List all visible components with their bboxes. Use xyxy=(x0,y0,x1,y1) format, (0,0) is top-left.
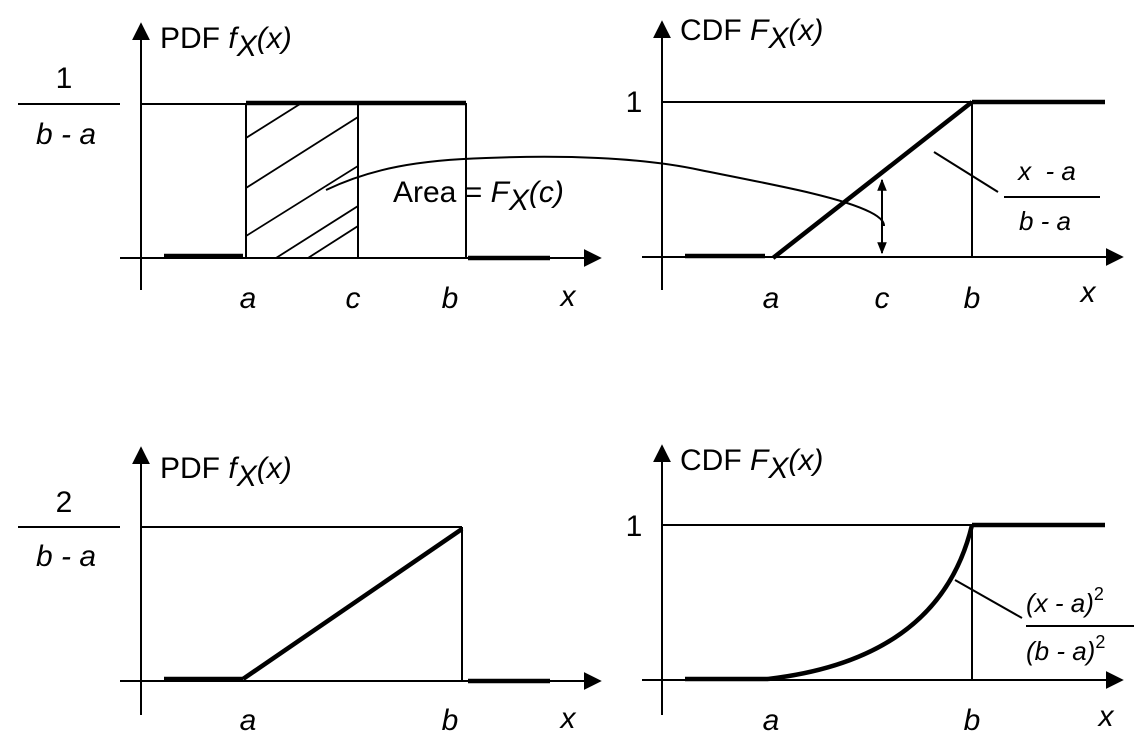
panel-uniform-cdf: CDF FX(x) 1 x - a b - a a c b x xyxy=(626,14,1124,315)
panel-uniform-pdf: PDF fX(x) 1 b - a Area = FX(c) a c b x xyxy=(18,22,602,315)
x-tick-c: c xyxy=(875,282,890,315)
pdf-ramp xyxy=(241,527,464,681)
y-value-numerator: 2 xyxy=(56,486,73,519)
formula-denominator: b - a xyxy=(1019,206,1071,236)
y-value-denominator: b - a xyxy=(36,540,96,573)
panel-title: CDF FX(x) xyxy=(680,14,823,55)
x-tick-a: a xyxy=(763,704,780,737)
panel-title: PDF fX(x) xyxy=(160,452,292,493)
panel-title: CDF FX(x) xyxy=(680,444,823,485)
x-tick-b: b xyxy=(442,282,459,315)
formula-numerator: x - a xyxy=(1016,156,1076,186)
y-tick-1: 1 xyxy=(626,86,643,119)
formula-denominator: (b - a)2 xyxy=(1026,632,1105,666)
y-tick-1: 1 xyxy=(626,510,643,543)
formula-leader xyxy=(954,579,1023,619)
formula-numerator: (x - a)2 xyxy=(1026,584,1104,618)
x-axis-label: x xyxy=(559,702,577,735)
x-axis-label: x xyxy=(1079,276,1097,309)
hatched-area xyxy=(246,104,358,258)
x-tick-a: a xyxy=(763,282,780,315)
x-tick-b: b xyxy=(442,704,459,737)
x-tick-a: a xyxy=(240,282,257,315)
cdf-curve xyxy=(767,524,975,682)
x-tick-b: b xyxy=(964,704,981,737)
y-value-numerator: 1 xyxy=(56,62,73,95)
x-axis-label: x xyxy=(559,280,577,313)
y-value-denominator: b - a xyxy=(36,118,96,151)
x-tick-c: c xyxy=(346,282,361,315)
formula-leader xyxy=(933,151,999,193)
panel-title: PDF fX(x) xyxy=(160,22,292,63)
cdf-ramp xyxy=(771,100,974,260)
x-tick-a: a xyxy=(240,704,257,737)
area-connector-curve xyxy=(325,155,885,227)
x-tick-b: b xyxy=(964,282,981,315)
panel-triangular-pdf: PDF fX(x) 2 b - a a b x xyxy=(18,446,602,737)
area-label: Area = FX(c) xyxy=(393,176,564,217)
x-axis-label: x xyxy=(1097,700,1115,733)
panel-triangular-cdf: CDF FX(x) 1 (x - a)2 (b - a)2 a b x xyxy=(626,444,1134,737)
